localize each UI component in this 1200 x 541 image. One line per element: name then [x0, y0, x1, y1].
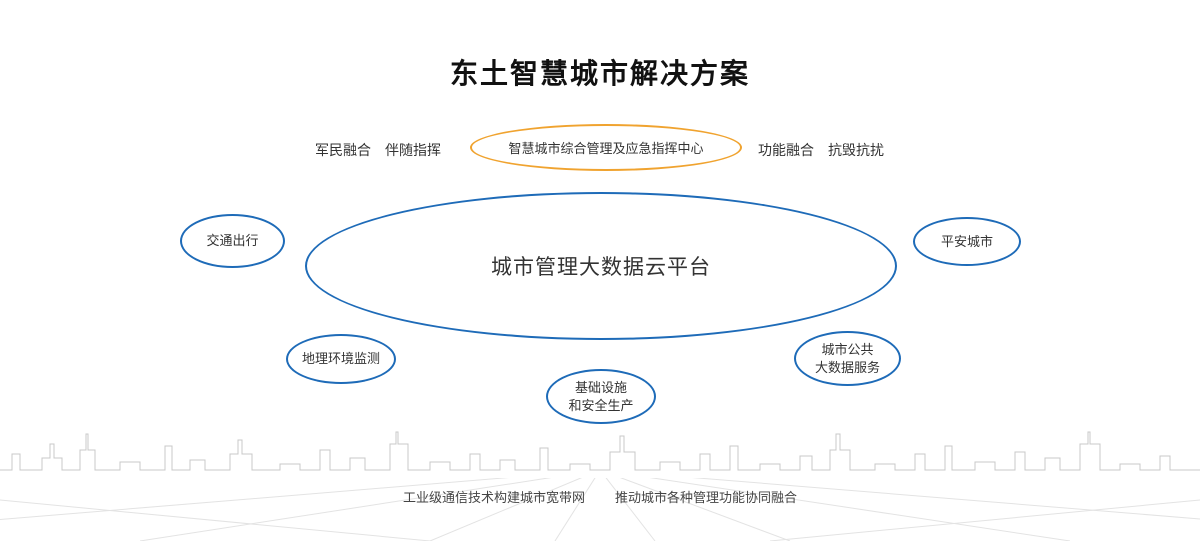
node-geo-env-ellipse: 地理环境监测 [286, 334, 396, 384]
footer-slogans: 工业级通信技术构建城市宽带网 推动城市各种管理功能协同融合 [0, 487, 1200, 506]
cloud-platform-ellipse: 城市管理大数据云平台 [305, 192, 897, 340]
page-title: 东土智慧城市解决方案 [449, 58, 750, 89]
node-geo-env-label: 地理环境监测 [301, 351, 380, 367]
cloud-platform-label: 城市管理大数据云平台 [491, 256, 711, 279]
command-center-label: 智慧城市综合管理及应急指挥中心 [508, 141, 704, 156]
node-public-data-ellipse: 城市公共 大数据服务 [794, 331, 901, 386]
node-safe-city-label: 平安城市 [940, 233, 993, 249]
label-function-fusion: 功能融合 [758, 142, 814, 158]
ground-perspective-lines [0, 478, 1200, 541]
node-public-data-label-line1: 城市公共 [821, 341, 874, 357]
node-safe-city-ellipse: 平安城市 [913, 217, 1021, 266]
label-military-civil-fusion: 军民融合 [315, 142, 371, 158]
footer-slogan-collaboration: 推动城市各种管理功能协同融合 [615, 490, 798, 505]
node-infrastructure-label-line2: 和安全生产 [568, 397, 634, 413]
label-accompanying-command: 伴随指挥 [385, 142, 441, 158]
city-skyline-illustration [0, 431, 1200, 471]
command-center-ellipse: 智慧城市综合管理及应急指挥中心 [470, 124, 742, 171]
node-traffic-ellipse: 交通出行 [180, 214, 285, 268]
node-infrastructure-ellipse: 基础设施 和安全生产 [546, 369, 656, 424]
footer-slogan-broadband: 工业级通信技术构建城市宽带网 [402, 490, 585, 505]
node-traffic-label: 交通出行 [206, 233, 259, 249]
node-public-data-label-line2: 大数据服务 [814, 359, 880, 375]
node-infrastructure-label-line1: 基础设施 [574, 379, 627, 395]
label-anti-destruction: 抗毁抗扰 [828, 142, 884, 158]
